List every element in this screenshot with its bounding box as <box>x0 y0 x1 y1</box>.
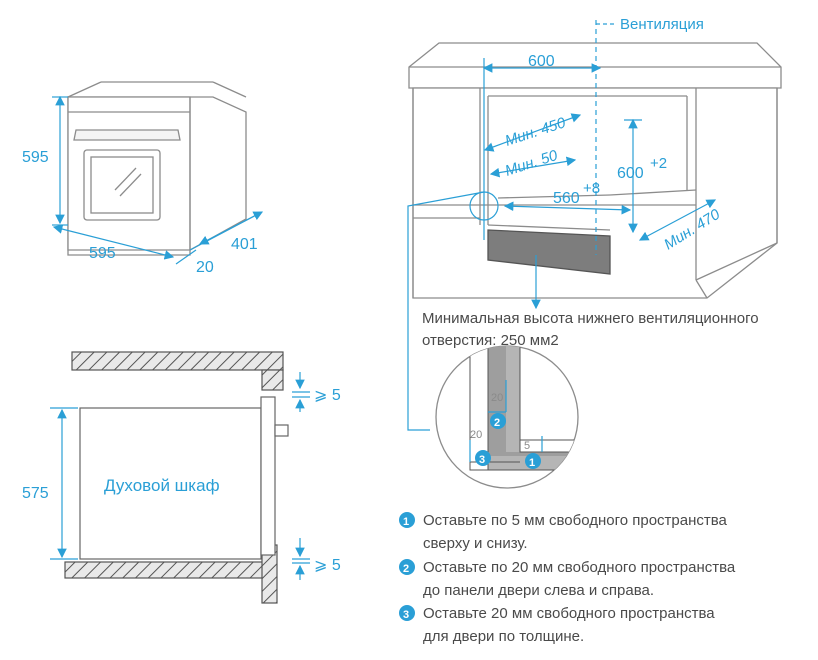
section-view <box>64 351 289 604</box>
detail-5: 5 <box>524 440 530 452</box>
detail-circle: 20 20 5 2 1 3 <box>435 345 579 489</box>
note-2-number: 2 <box>403 563 409 575</box>
note-3-number: 3 <box>403 609 409 621</box>
cabinet-height-tolerance: +2 <box>650 155 667 172</box>
cabinet-dimensions <box>407 20 717 431</box>
niche-width-tolerance: +8 <box>583 180 600 197</box>
section-dimensions <box>50 372 310 580</box>
oven-door-label: 20 <box>196 259 214 276</box>
note-1: 1 Оставьте по 5 мм свободного пространст… <box>399 512 728 552</box>
note-2-line-2: до панели двери слева и справа. <box>423 582 654 599</box>
cabinet-width-label: 600 <box>528 53 555 70</box>
cabinet-height-label: 600 <box>617 165 644 182</box>
oven-drawing <box>67 81 247 256</box>
niche-width-label: 560 <box>553 190 580 207</box>
notes-list: 1 Оставьте по 5 мм свободного пространст… <box>399 512 736 645</box>
gap-bottom-label: ⩾ 5 <box>314 557 341 574</box>
section-height-label: 575 <box>22 485 49 502</box>
detail-20-vertical: 20 <box>491 392 503 404</box>
vent-note-line-1: Минимальная высота нижнего вентиляционно… <box>422 310 759 327</box>
note-1-line-2: сверху и снизу. <box>423 535 528 552</box>
oven-section-label: Духовой шкаф <box>104 476 220 495</box>
note-1-line-1: Оставьте по 5 мм свободного пространства <box>423 512 728 529</box>
note-3-line-2: для двери по толщине. <box>423 628 584 645</box>
note-2: 2 Оставьте по 20 мм свободного пространс… <box>399 559 736 599</box>
ventilation-label: Вентиляция <box>620 16 704 33</box>
detail-marker-2: 2 <box>494 417 500 429</box>
detail-20-horizontal: 20 <box>470 429 482 441</box>
note-2-line-1: Оставьте по 20 мм свободного пространств… <box>423 559 736 576</box>
oven-width-label: 595 <box>89 245 116 262</box>
oven-depth-label: 401 <box>231 236 258 253</box>
cabinet-drawing <box>408 42 782 299</box>
oven-dimensions <box>52 95 264 265</box>
vent-note-line-2: отверстия: 250 мм2 <box>422 332 559 349</box>
gap-top-label: ⩾ 5 <box>314 387 341 404</box>
oven-height-label: 595 <box>22 149 49 166</box>
note-3: 3 Оставьте 20 мм свободного пространства… <box>399 605 715 645</box>
note-1-number: 1 <box>403 516 409 528</box>
note-3-line-1: Оставьте 20 мм свободного пространства <box>423 605 715 622</box>
detail-marker-3: 3 <box>479 454 485 466</box>
detail-marker-1: 1 <box>529 457 535 469</box>
